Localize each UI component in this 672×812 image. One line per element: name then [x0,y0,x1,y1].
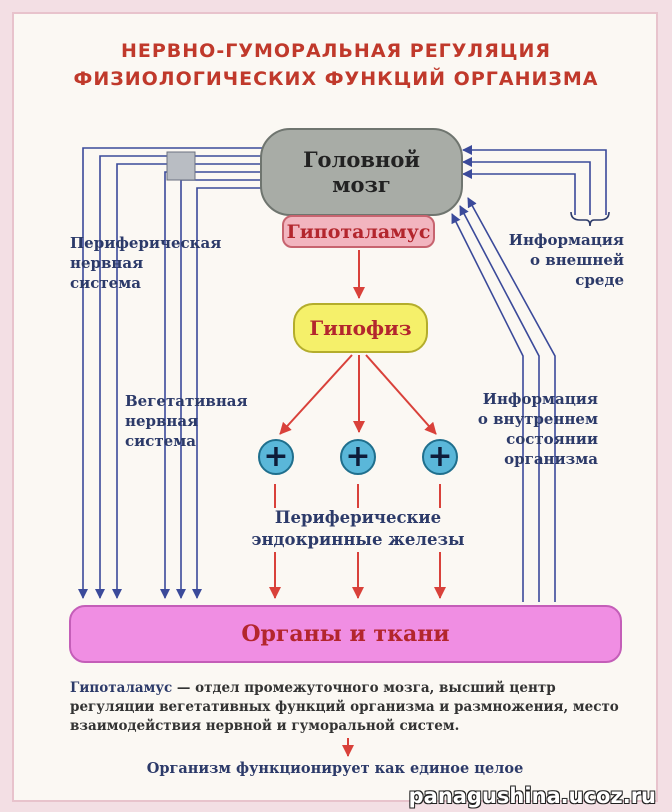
hypothalamus-label: Гипоталамус [286,220,431,243]
internal-info-line-3: состоянии [506,430,598,448]
hypothalamus-box: Гипоталамус [282,215,435,248]
brain-label-line-2: мозг [332,172,391,197]
pituitary-box: Гипофиз [293,303,428,353]
plus-circle-right: + [422,439,458,475]
title-line-2: ФИЗИОЛОГИЧЕСКИХ ФУНКЦИЙ ОРГАНИЗМА [73,68,599,90]
title-line-1: НЕРВНО-ГУМОРАЛЬНАЯ РЕГУЛЯЦИЯ [120,40,551,62]
endocrine-glands-label: Периферические эндокринные железы [228,507,488,551]
external-info-label: Информация о внешней среде [488,230,624,290]
plus-circle-center: + [340,439,376,475]
ganglion-square [166,151,196,181]
organs-box: Органы и ткани [69,605,622,663]
definition-text: — отдел промежуточного мозга, высший цен… [70,680,619,734]
organs-label: Органы и ткани [241,621,450,647]
plus-circle-left: + [258,439,294,475]
vegetative-ns-label: Вегетативная нервная система [125,391,248,451]
peripheral-ns-line-1: Периферическая [70,234,222,252]
internal-info-label: Информация о внутреннем состоянии органи… [458,389,598,469]
vegetative-ns-line-1: Вегетативная [125,392,248,410]
definition-term: Гипоталамус [70,680,173,696]
internal-info-line-2: о внутреннем [477,410,598,428]
internal-info-line-4: организма [504,450,598,468]
footer-conclusion: Организм функционирует как единое целое [146,760,524,777]
peripheral-ns-line-2: нервная [70,254,144,272]
external-info-line-2: о внешней [530,251,624,269]
pituitary-label: Гипофиз [309,316,412,340]
internal-info-line-1: Информация [482,390,598,408]
peripheral-ns-line-3: система [70,274,141,292]
external-info-line-3: среде [575,271,624,289]
brain-label-line-1: Головной [303,146,420,172]
hypothalamus-definition: Гипоталамус — отдел промежуточного мозга… [70,679,640,736]
endocrine-line-1: Периферические [274,508,442,527]
site-watermark: panagushina.ucoz.ru [408,784,656,808]
endocrine-line-2: эндокринные железы [251,530,465,549]
vegetative-ns-line-2: нервная [125,412,199,430]
external-info-line-1: Информация [508,231,624,249]
brain-box: Головной мозг [260,128,463,216]
peripheral-ns-label: Периферическая нервная система [70,233,221,293]
vegetative-ns-line-3: система [125,432,196,450]
